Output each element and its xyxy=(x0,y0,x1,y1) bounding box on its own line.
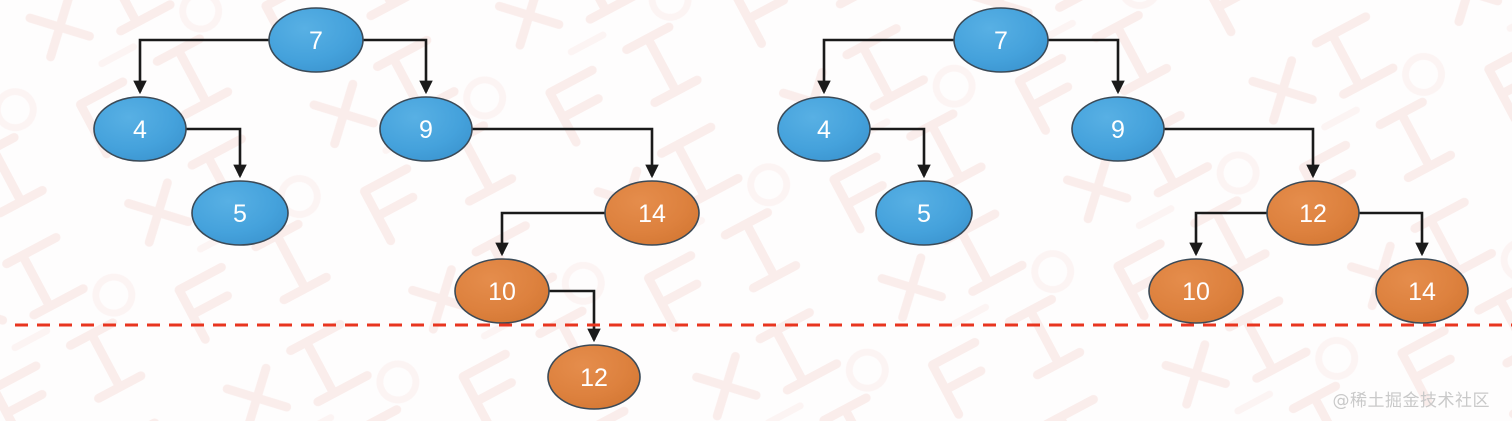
node-label: 9 xyxy=(1111,116,1125,144)
tree-node-9[interactable]: 9 xyxy=(1071,96,1165,162)
tree-node-9[interactable]: 9 xyxy=(379,96,473,162)
right-tree: 7 4 9 5 12 10 xyxy=(777,7,1469,324)
edge-12-to-10 xyxy=(1189,211,1267,257)
node-shape xyxy=(953,7,1049,73)
left-tree-edges xyxy=(133,38,659,343)
node-shape xyxy=(1071,96,1165,162)
edge-7-to-9 xyxy=(363,38,433,95)
tree-node-4[interactable]: 4 xyxy=(777,96,871,162)
edge-7-to-4 xyxy=(817,38,954,95)
node-label: 5 xyxy=(917,200,931,228)
node-label: 4 xyxy=(817,116,831,144)
node-shape xyxy=(777,96,871,162)
edge-4-to-5 xyxy=(870,127,931,179)
node-shape xyxy=(1375,258,1469,324)
node-shape xyxy=(1148,258,1244,324)
edge-12-to-14 xyxy=(1359,211,1429,257)
edge-4-to-5 xyxy=(186,127,247,179)
node-label: 14 xyxy=(638,200,666,228)
tree-node-12[interactable]: 12 xyxy=(1266,180,1360,246)
tree-node-14[interactable]: 14 xyxy=(604,180,700,246)
edge-10-to-12 xyxy=(549,289,601,343)
node-label: 4 xyxy=(133,116,147,144)
node-shape xyxy=(191,180,289,246)
node-shape xyxy=(547,344,641,410)
node-shape xyxy=(454,258,550,324)
edge-14-to-10 xyxy=(495,211,605,257)
tree-node-10[interactable]: 10 xyxy=(454,258,550,324)
tree-node-5[interactable]: 5 xyxy=(191,180,289,246)
left-tree: 7 4 9 5 14 10 xyxy=(93,7,700,410)
node-shape xyxy=(379,96,473,162)
tree-node-5[interactable]: 5 xyxy=(875,180,973,246)
node-label: 5 xyxy=(233,200,247,228)
edge-9-to-12 xyxy=(1164,127,1320,179)
node-label: 14 xyxy=(1408,278,1436,306)
edge-7-to-9 xyxy=(1048,38,1125,95)
node-shape xyxy=(268,7,364,73)
edge-7-to-4 xyxy=(133,38,269,95)
node-shape xyxy=(1266,180,1360,246)
node-label: 7 xyxy=(309,27,323,55)
tree-node-14[interactable]: 14 xyxy=(1375,258,1469,324)
tree-node-7[interactable]: 7 xyxy=(953,7,1049,73)
corner-watermark-text: @稀土掘金技术社区 xyxy=(1332,391,1490,411)
right-tree-edges xyxy=(817,38,1429,257)
tree-node-10[interactable]: 10 xyxy=(1148,258,1244,324)
node-shape xyxy=(604,180,700,246)
node-label: 12 xyxy=(1299,200,1327,228)
node-shape xyxy=(93,96,187,162)
tree-node-12[interactable]: 12 xyxy=(547,344,641,410)
tree-node-4[interactable]: 4 xyxy=(93,96,187,162)
node-label: 7 xyxy=(994,27,1008,55)
tree-node-7[interactable]: 7 xyxy=(268,7,364,73)
node-label: 10 xyxy=(488,278,516,306)
edge-9-to-14 xyxy=(472,127,659,179)
node-label: 10 xyxy=(1182,278,1210,306)
node-label: 9 xyxy=(419,116,433,144)
node-label: 12 xyxy=(580,364,608,392)
node-shape xyxy=(875,180,973,246)
